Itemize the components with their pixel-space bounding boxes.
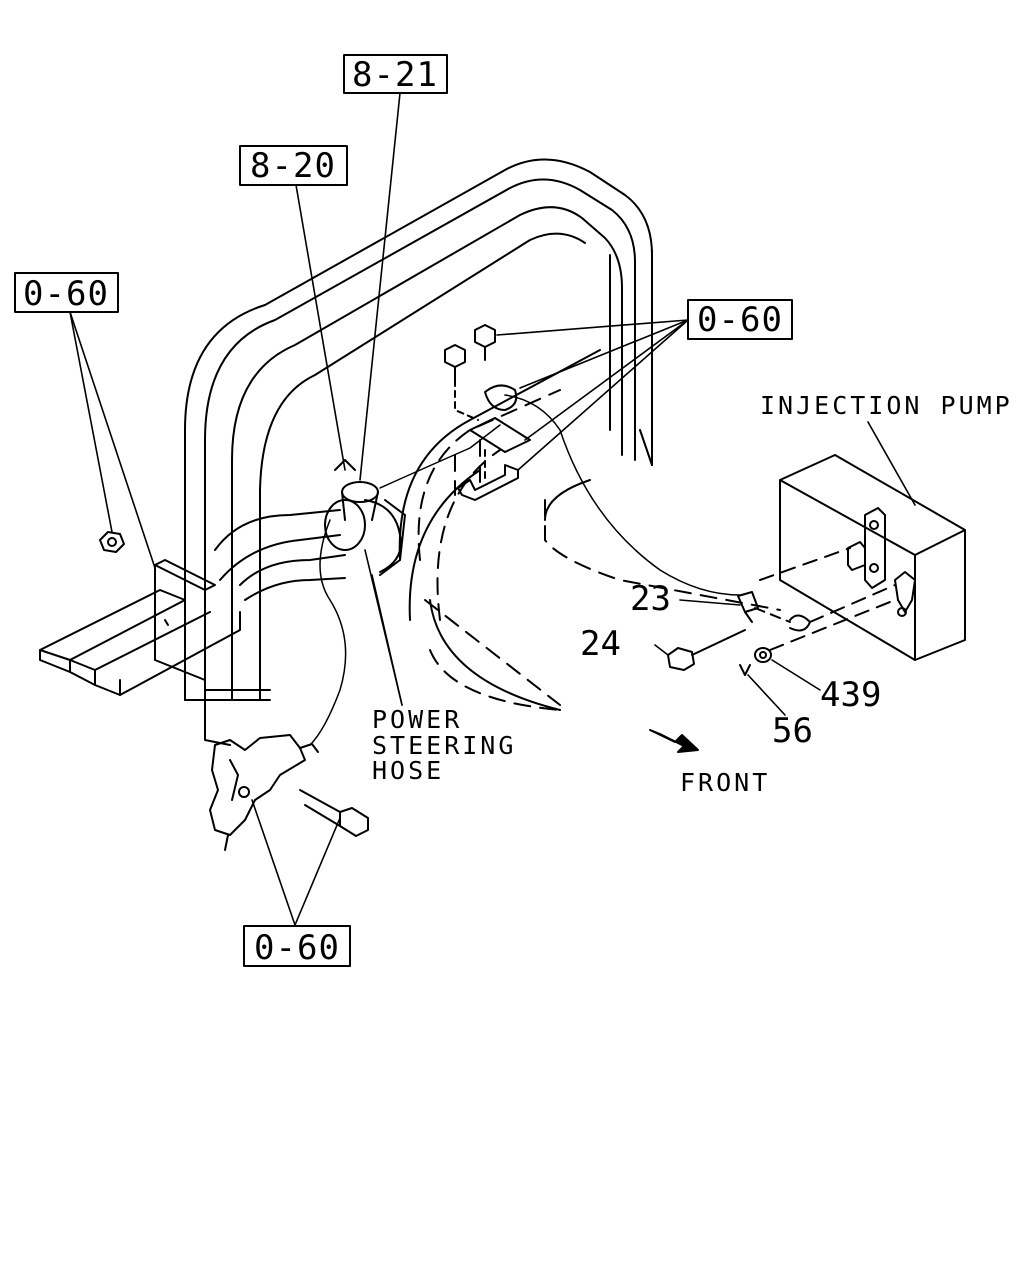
bolt-bottom	[299, 789, 369, 837]
ref-box-0-60-left: 0-60	[23, 274, 109, 314]
ref-box-8-21: 8-21	[352, 55, 438, 95]
cable-clamp-assembly	[444, 324, 531, 501]
ref-box-8-20: 8-20	[250, 146, 336, 186]
leader-lines	[69, 92, 916, 926]
part-number-56: 56	[772, 711, 813, 751]
front-arrow	[649, 729, 699, 753]
label-hose: HOSE	[372, 756, 444, 785]
nut-left	[99, 531, 125, 553]
part-number-439: 439	[820, 675, 881, 715]
ref-box-0-60-bottom: 0-60	[254, 928, 340, 968]
label-injection-pump: INJECTION PUMP	[760, 391, 1013, 420]
frame-rail	[39, 589, 241, 696]
injection-pump	[779, 454, 966, 661]
part-number-24: 24	[580, 624, 621, 664]
hidden-outline	[417, 249, 781, 711]
control-cable	[309, 394, 741, 746]
cable-end-lever	[209, 734, 319, 851]
label-steering: STEERING	[372, 731, 516, 760]
part-number-23: 23	[630, 579, 671, 619]
ref-box-0-60-right: 0-60	[697, 300, 783, 340]
radiator-shroud	[184, 158, 653, 701]
left-bracket	[154, 559, 231, 746]
cable-end-hardware	[667, 547, 896, 676]
label-front: FRONT	[680, 768, 770, 797]
reference-boxes	[14, 54, 793, 967]
hose-clamp	[334, 459, 379, 521]
lower-shroud	[398, 349, 601, 711]
label-power: POWER	[372, 705, 462, 734]
power-steering-hoses	[214, 499, 406, 601]
